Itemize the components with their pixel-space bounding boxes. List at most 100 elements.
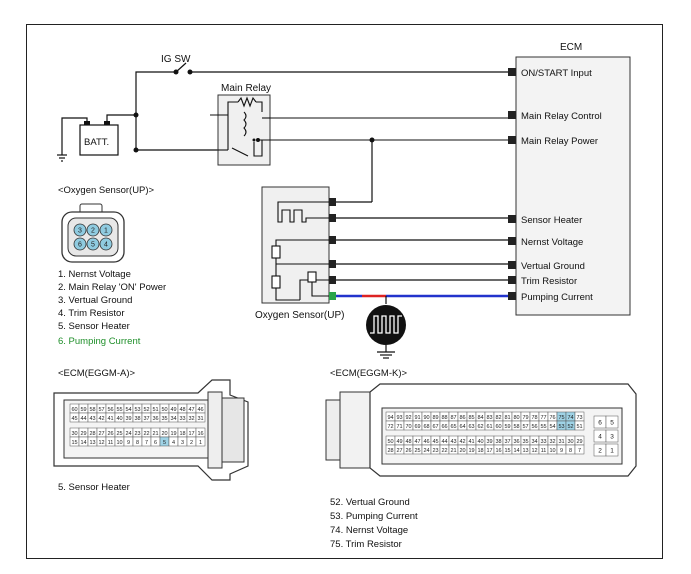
oscilloscope-icon <box>366 296 406 359</box>
connector-pin-label: 29 <box>576 439 582 445</box>
connector-pin-label: 46 <box>197 407 203 413</box>
oxygen-sensor-label: Oxygen Sensor(UP) <box>255 310 344 321</box>
main-relay-internals <box>210 96 508 157</box>
connector-pin-label: 57 <box>98 407 104 413</box>
sensor-pin-label: 3 <box>78 228 82 235</box>
connector-pin-label: 31 <box>558 439 564 445</box>
connector-pin-label: 25 <box>116 431 122 437</box>
connector-pin <box>605 415 619 429</box>
connector-pin-label: 61 <box>486 424 492 430</box>
connector-pin-label: 89 <box>432 415 438 421</box>
connector-pin-label: 62 <box>477 424 483 430</box>
connector-pin-label: 78 <box>531 415 537 421</box>
connector-pin-label: 53 <box>558 424 564 430</box>
connector-pin <box>605 429 619 443</box>
connector-pin-label: 26 <box>107 431 113 437</box>
connector-pin-label: 28 <box>89 431 95 437</box>
sensor-pin-label: 6 <box>78 242 82 249</box>
connector-pin-label: 42 <box>459 439 465 445</box>
connector-pin-label: 2 <box>190 440 193 446</box>
connector-pin-label: 11 <box>541 448 547 454</box>
connector-pin-label: 84 <box>477 415 483 421</box>
connector-pin-label: 5 <box>610 420 614 427</box>
connector-pin-label: 8 <box>136 440 139 446</box>
connector-pin-label: 52 <box>567 424 573 430</box>
connector-pin-label: 87 <box>450 415 456 421</box>
ecm-k-legend-item: 53. Pumping Current <box>330 511 418 522</box>
sensor-legend-item: 3. Vertual Ground <box>58 295 132 306</box>
connector-pin-label: 80 <box>513 415 519 421</box>
ecm-pin-pumping-current: Pumping Current <box>521 292 593 303</box>
connector-pin-label: 9 <box>127 440 130 446</box>
connector-pin-label: 34 <box>531 439 537 445</box>
connector-pin-label: 3 <box>181 440 184 446</box>
connector-pin-label: 24 <box>423 448 429 454</box>
ecm-k-connector-title: <ECM(EGGM-K)> <box>330 368 408 379</box>
connector-pin-label: 11 <box>108 440 114 446</box>
sensor-pin-label: 2 <box>91 228 95 235</box>
connector-pin-label: 9 <box>560 448 563 454</box>
main-relay-label: Main Relay <box>221 83 271 94</box>
connector-pin-label: 44 <box>441 439 447 445</box>
connector-pin-label: 14 <box>80 440 86 446</box>
ecm-pin-main-relay-power: Main Relay Power <box>521 136 598 147</box>
diagram-frame <box>26 24 663 559</box>
ecm-a-connector-title: <ECM(EGGM-A)> <box>58 368 136 379</box>
connector-pin-label: 34 <box>170 416 176 422</box>
connector-pin-label: 75 <box>558 415 564 421</box>
connector-pin-label: 65 <box>450 424 456 430</box>
connector-pin <box>605 443 619 457</box>
ig-switch-contact <box>187 69 193 75</box>
ig-switch-contact <box>173 69 179 75</box>
connector-pin-label: 22 <box>441 448 447 454</box>
connector-pin-label: 45 <box>432 439 438 445</box>
connector-pin-label: 60 <box>495 424 501 430</box>
ecm-title: ECM <box>560 42 582 53</box>
connector-pin-label: 82 <box>495 415 501 421</box>
ecm-pin-on-start: ON/START Input <box>521 68 592 79</box>
sensor-pin <box>99 237 113 251</box>
connector-pin-label: 15 <box>504 448 510 454</box>
connector-pin-label: 14 <box>513 448 519 454</box>
connector-pin-label: 43 <box>89 416 95 422</box>
junction-dot <box>133 147 139 153</box>
connector-pin-label: 94 <box>387 415 393 421</box>
ecm-box <box>515 56 631 316</box>
connector-pin-label: 44 <box>80 416 86 422</box>
connector-pin-label: 46 <box>423 439 429 445</box>
connector-pin-label: 55 <box>540 424 546 430</box>
connector-pin-label: 6 <box>598 420 602 427</box>
connector-pin-label: 7 <box>578 448 581 454</box>
sensor-connector-title: <Oxygen Sensor(UP)> <box>58 185 155 196</box>
connector-pin-label: 10 <box>549 448 555 454</box>
sensor-pin-label: 4 <box>104 242 108 249</box>
connector-pin-label: 71 <box>396 424 402 430</box>
connector-pin-label: 23 <box>432 448 438 454</box>
battery-box <box>79 124 119 156</box>
sensor-wiring <box>336 140 508 281</box>
connector-pin-label: 64 <box>459 424 465 430</box>
connector-pin-label: 58 <box>513 424 519 430</box>
connector-pin-label: 42 <box>98 416 104 422</box>
connector-pin-label: 17 <box>188 431 194 437</box>
connector-pin-label: 23 <box>134 431 140 437</box>
connector-pin-label: 37 <box>504 439 510 445</box>
connector-pin-label: 59 <box>504 424 510 430</box>
connector-pin-label: 28 <box>387 448 393 454</box>
connector-pin-label: 13 <box>89 440 95 446</box>
connector-pin-label: 81 <box>504 415 510 421</box>
connector-pin-label: 88 <box>441 415 447 421</box>
connector-pin-label: 56 <box>531 424 537 430</box>
connector-pin-label: 45 <box>71 416 77 422</box>
connector-pin-label: 16 <box>495 448 501 454</box>
ecm-pin-nernst-voltage: Nernst Voltage <box>521 237 583 248</box>
connector-pin-label: 60 <box>71 407 77 413</box>
connector-pin-label: 20 <box>459 448 465 454</box>
connector-pin-label: 49 <box>396 439 402 445</box>
connector-pin-label: 51 <box>576 424 582 430</box>
connector-pin-label: 40 <box>116 416 122 422</box>
connector-pin-label: 59 <box>80 407 86 413</box>
sensor-pin <box>86 237 100 251</box>
